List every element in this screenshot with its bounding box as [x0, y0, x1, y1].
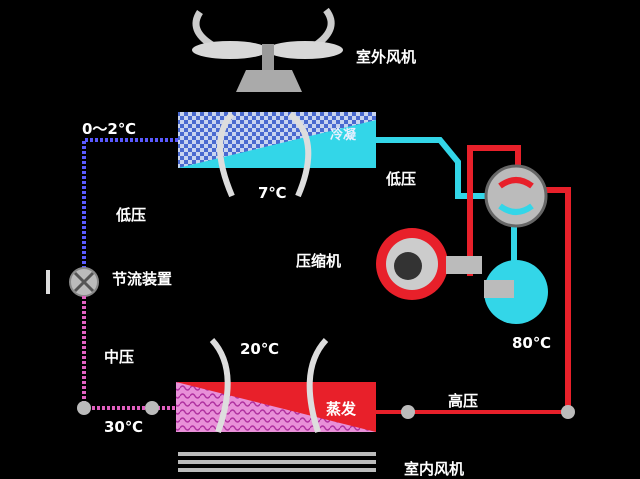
label-compressor: 压缩机 — [296, 252, 342, 270]
joint-mid — [145, 401, 159, 415]
label-mid-pressure: 中压 — [104, 348, 135, 366]
label-throttle: 节流装置 — [112, 270, 173, 288]
label-evaporate: 蒸发 — [326, 400, 357, 418]
label-low-pressure-right: 低压 — [386, 170, 417, 188]
red-pipe-right — [540, 187, 571, 412]
label-temp-low: 0～2℃ — [82, 120, 137, 138]
label-temp-30: 30℃ — [104, 418, 144, 436]
label-temp-20: 20℃ — [240, 340, 280, 358]
label-temp-80: 80℃ — [512, 334, 552, 352]
red-pipe-top — [467, 145, 521, 276]
four-way-valve — [484, 164, 548, 228]
label-outdoor-fan: 室外风机 — [356, 48, 417, 66]
blue-pipe-left — [82, 138, 178, 268]
label-cooling: 冷凝 — [330, 128, 357, 143]
joint-right — [401, 405, 415, 419]
outdoor-fan — [192, 7, 343, 92]
throttle-valve — [46, 267, 99, 297]
joint-left — [77, 401, 91, 415]
label-high-pressure: 高压 — [448, 392, 479, 410]
label-indoor-fan: 室内风机 — [404, 460, 465, 478]
pink-pipe-left — [82, 296, 176, 410]
condenser-unit — [178, 111, 376, 198]
indoor-fan — [178, 452, 376, 472]
compressor — [376, 228, 548, 324]
joint-corner — [561, 405, 575, 419]
label-temp-7: 7℃ — [258, 184, 287, 202]
label-low-pressure-left: 低压 — [116, 206, 147, 224]
evaporator-unit — [176, 337, 376, 434]
